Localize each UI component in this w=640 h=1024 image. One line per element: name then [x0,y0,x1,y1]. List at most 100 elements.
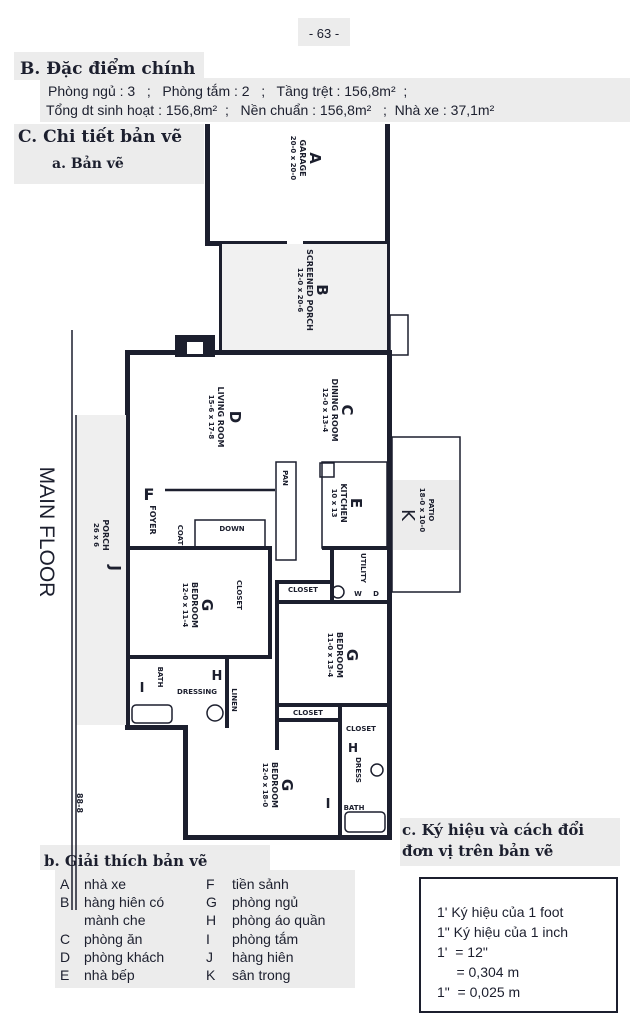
units-box-border [419,877,618,1013]
units-line: 1' Ký hiệu của 1 foot [437,904,564,920]
wall [183,725,188,840]
legend-text: phòng ngủ [232,894,298,910]
bath-letter: I [326,797,331,812]
heading-b-legend-bg [40,845,270,870]
section-b-heading: B. Đặc điểm chính [20,57,195,79]
legend-text: nhà bếp [84,967,135,983]
utility-label: UTILITY [359,553,367,584]
legend-text: hàng hiên có [84,894,164,910]
patio-letter: K [397,509,418,522]
bedroom2-size: 11-0 x 13-4 [326,633,334,678]
linen-label: LINEN [230,688,238,712]
units-box: 1' Ký hiệu của 1 foot 1" Ký hiệu của 1 i… [419,877,618,1013]
patio-outline [391,436,461,593]
patio-size: 18-0 x 10-0 [418,488,426,533]
bedroom1-name: BEDROOM [190,582,199,628]
legend-key: B [60,894,69,910]
floor-plan [71,124,461,910]
bedroom1-size: 12-0 x 11-4 [181,583,189,628]
section-b-line2: Tổng dt sinh hoạt : 156,8m² ; Nền chuẩn … [46,102,495,118]
dress-label: DRESS [354,757,362,783]
wall [338,703,342,838]
bath-letter: I [140,681,145,696]
legend-text: phòng áo quần [232,912,325,928]
step [389,314,409,356]
sub-c-heading-line2: đơn vị trên bản vẽ [402,842,553,860]
wall [268,546,272,658]
sub-a-heading: a. Bản vẽ [52,155,124,172]
legend-key: J [206,949,213,965]
kitchen-size: 10 x 13 [330,489,338,518]
fireplace-opening [187,342,203,354]
garage-name: GARAGE [298,139,307,176]
dining-room-size: 12-0 x 13-4 [321,388,329,433]
main-floor-title: MAIN FLOOR [35,467,58,598]
wall [330,550,334,602]
porch-letter: J [106,564,124,571]
wall [127,655,272,659]
bedroom1-letter: G [198,599,216,611]
screened-porch-floor [220,244,390,352]
bath-label: BATH [344,804,365,812]
closet-label: CLOSET [293,709,323,717]
bedroom3-name: BEDROOM [270,762,279,808]
wall [322,546,390,550]
screened-porch-letter: B [313,284,331,295]
units-line: = 0,304 m [437,964,519,980]
legend-text: tiền sảnh [232,876,289,892]
section-b-line1: Phòng ngủ : 3 ; Phòng tắm : 2 ; Tầng trệ… [48,83,407,99]
legend-key: A [60,876,70,892]
legend-text: sân trong [232,967,290,983]
sink [370,763,384,777]
wall [225,655,229,728]
bedroom3-letter: G [278,779,296,791]
legend-key: D [60,949,70,965]
living-room-name: LIVING ROOM [216,386,225,447]
side-dimension: 88-8 [75,793,84,813]
heading-units-bg [400,818,620,866]
legend-key: K [206,967,216,983]
heading-b-bg [14,52,204,80]
water-heater [331,585,345,599]
wall [385,124,390,246]
legend-key: G [206,894,217,910]
sink [206,704,224,722]
legend-key: F [206,876,215,892]
pantry [275,461,297,561]
dress-letter: H [348,741,358,755]
stats-bg [40,78,630,122]
wall [278,703,390,707]
wall [219,244,222,352]
bathtub [131,704,173,724]
sub-b-heading: b. Giải thích bản vẽ [44,852,207,870]
wall [205,124,210,244]
legend-key: E [60,967,69,983]
wall [303,241,390,246]
wall [125,725,187,730]
dressing-label: DRESSING [177,688,217,696]
closet-label: CLOSET [346,725,376,733]
dining-room-letter: C [338,404,356,415]
units-line: 1" = 0,025 m [437,984,520,1000]
dining-room-name: DINING ROOM [330,378,339,441]
wall [275,580,279,750]
living-room-letter: D [226,411,244,423]
section-c-heading: C. Chi tiết bản vẽ [18,127,182,147]
porch-size: 26 x 6 [92,523,100,547]
sub-c-heading-line1: c. Ký hiệu và cách đổi [402,821,584,839]
wall [205,241,287,246]
patio-name: PATIO [427,499,435,522]
patio-label-bg [393,480,459,550]
legend-text: phòng ăn [84,931,142,947]
labels: GARAGE 20-0 x 20-0 A SCREENED PORCH 12-0… [35,136,435,814]
bathtub [344,811,386,833]
legend-text: mành che [84,912,146,928]
page-number-bg [298,18,350,46]
